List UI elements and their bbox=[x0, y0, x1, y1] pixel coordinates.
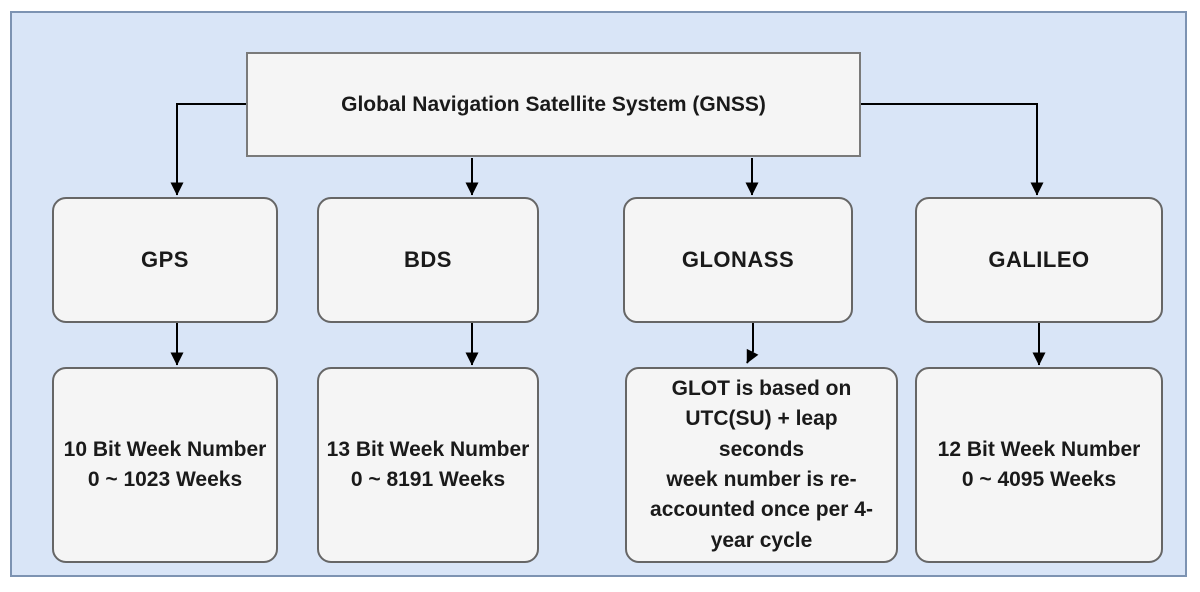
node-bds-label: BDS bbox=[404, 247, 452, 272]
node-bds-detail: 13 Bit Week Number 0 ~ 8191 Weeks bbox=[317, 367, 539, 563]
node-gps-label: GPS bbox=[141, 247, 189, 272]
node-gps-detail-text: 10 Bit Week Number 0 ~ 1023 Weeks bbox=[63, 437, 267, 491]
node-galileo: GALILEO bbox=[915, 197, 1163, 323]
node-bds: BDS bbox=[317, 197, 539, 323]
node-glonass-detail: GLOT is based on UTC(SU) + leap seconds … bbox=[625, 367, 898, 563]
node-gps: GPS bbox=[52, 197, 278, 323]
node-galileo-detail-text: 12 Bit Week Number 0 ~ 4095 Weeks bbox=[937, 437, 1141, 491]
node-galileo-label: GALILEO bbox=[988, 247, 1090, 272]
node-bds-detail-text: 13 Bit Week Number 0 ~ 8191 Weeks bbox=[326, 437, 530, 491]
node-galileo-detail: 12 Bit Week Number 0 ~ 4095 Weeks bbox=[915, 367, 1163, 563]
node-gnss-root-label: Global Navigation Satellite System (GNSS… bbox=[341, 92, 766, 116]
node-gps-detail: 10 Bit Week Number 0 ~ 1023 Weeks bbox=[52, 367, 278, 563]
node-glonass-detail-text: GLOT is based on UTC(SU) + leap seconds … bbox=[650, 376, 873, 552]
node-glonass: GLONASS bbox=[623, 197, 853, 323]
node-glonass-label: GLONASS bbox=[681, 247, 795, 272]
node-gnss-root: Global Navigation Satellite System (GNSS… bbox=[246, 52, 861, 157]
